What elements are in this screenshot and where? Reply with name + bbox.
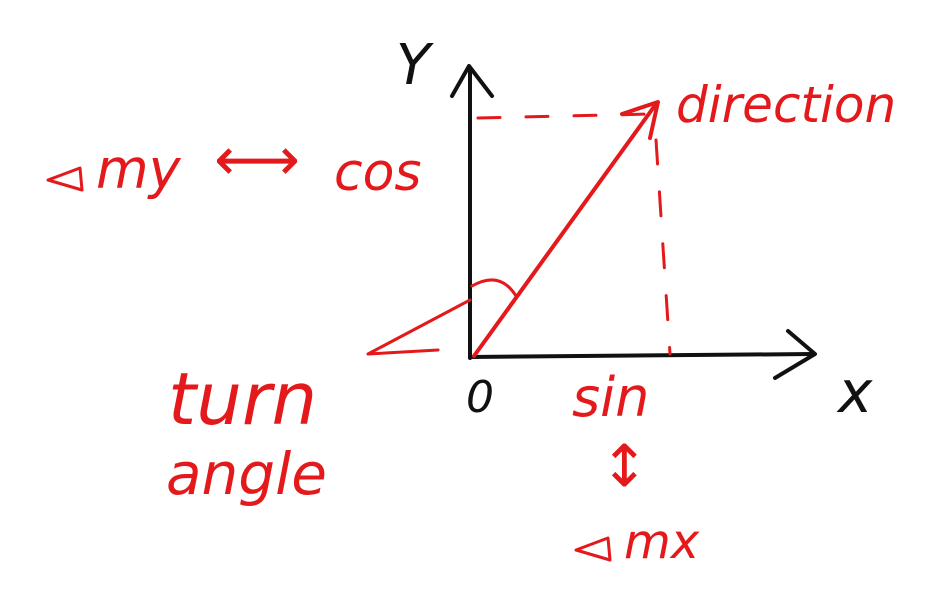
x-axis-label: x [836,358,873,426]
sin-label: sin [572,366,649,429]
angle-label: angle [166,440,327,508]
turn-angle-arc [470,278,518,298]
delta-my-label: my [96,138,182,201]
vertical-projection-dashed [654,138,672,356]
origin-label: 0 [466,372,494,423]
turn-angle-pointer [366,298,472,356]
sin-mx-double-arrow: ↕ [600,432,649,500]
delta-icon [46,166,84,192]
cos-label: cos [334,143,422,203]
horizontal-projection-dashed [476,112,654,120]
axes [450,64,817,380]
y-axis-label: Y [396,33,434,98]
x-axis-arrowhead [773,329,817,380]
turn-label: turn [168,357,317,441]
direction-label: direction [676,76,896,134]
delta-my-group: my [46,138,182,201]
direction-vector-arrowhead [620,100,660,140]
x-axis-line [468,352,814,359]
y-axis-arrowhead [450,64,494,98]
my-cos-double-arrow: ⟷ [214,125,300,195]
direction-vector [472,100,660,358]
delta-mx-group: mx [574,514,700,570]
direction-vector-line [472,102,658,358]
delta-mx-label: mx [624,514,700,570]
delta-icon [574,536,612,562]
